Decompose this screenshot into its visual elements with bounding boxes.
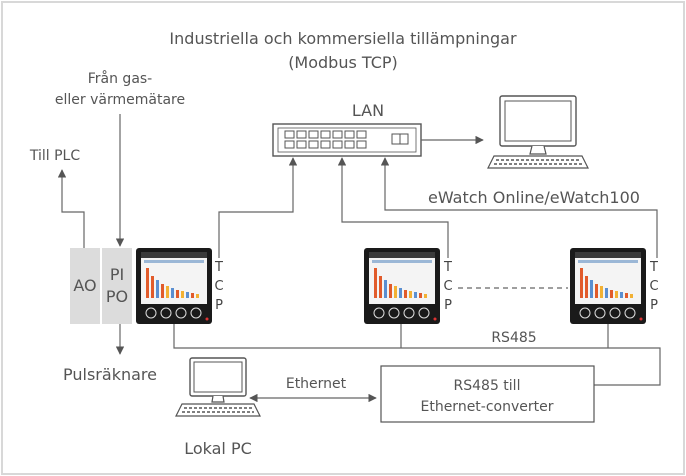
svg-text:P: P <box>650 298 658 313</box>
gas-meter-label-line2: eller värmemätare <box>55 92 185 108</box>
gas-meter-label-line1: Från gas- <box>88 70 153 87</box>
pi-label: PI <box>110 265 124 284</box>
converter-label-line2: Ethernet-converter <box>420 399 553 415</box>
converter-box <box>380 365 595 423</box>
ewatch-label: eWatch Online/eWatch100 <box>428 188 640 207</box>
pulse-counter-label: Pulsräknare <box>63 365 157 384</box>
svg-text:C: C <box>649 279 658 294</box>
local-pc-icon <box>175 357 261 417</box>
svg-text:C: C <box>443 279 452 294</box>
tcp-label-1: T C P <box>214 260 224 313</box>
title-line2: (Modbus TCP) <box>288 53 398 72</box>
rs485-label: RS485 <box>491 330 536 346</box>
ewatch-pc-icon <box>487 95 589 169</box>
ao-label: AO <box>73 276 96 295</box>
ao-module <box>70 248 100 324</box>
title-line1: Industriella och kommersiella tillämpnin… <box>169 29 517 48</box>
converter-label-line1: RS485 till <box>454 378 521 394</box>
svg-text:P: P <box>215 298 223 313</box>
svg-text:T: T <box>214 260 223 275</box>
po-label: PO <box>106 287 128 306</box>
svg-text:T: T <box>443 260 452 275</box>
connection-lines <box>57 114 661 403</box>
pi-po-module <box>102 248 132 324</box>
lan-label: LAN <box>352 101 384 120</box>
tcp-label-3: T C P <box>649 260 659 313</box>
meter-3 <box>569 247 647 325</box>
tcp-label-2: T C P <box>443 260 453 313</box>
plc-label: Till PLC <box>29 148 80 164</box>
local-pc-label: Lokal PC <box>184 439 252 458</box>
ethernet-label: Ethernet <box>286 376 347 392</box>
svg-text:P: P <box>444 298 452 313</box>
lan-switch-icon <box>272 123 422 157</box>
meter-1 <box>135 247 213 325</box>
svg-text:T: T <box>649 260 658 275</box>
svg-text:C: C <box>214 279 223 294</box>
meter-2 <box>363 247 441 325</box>
